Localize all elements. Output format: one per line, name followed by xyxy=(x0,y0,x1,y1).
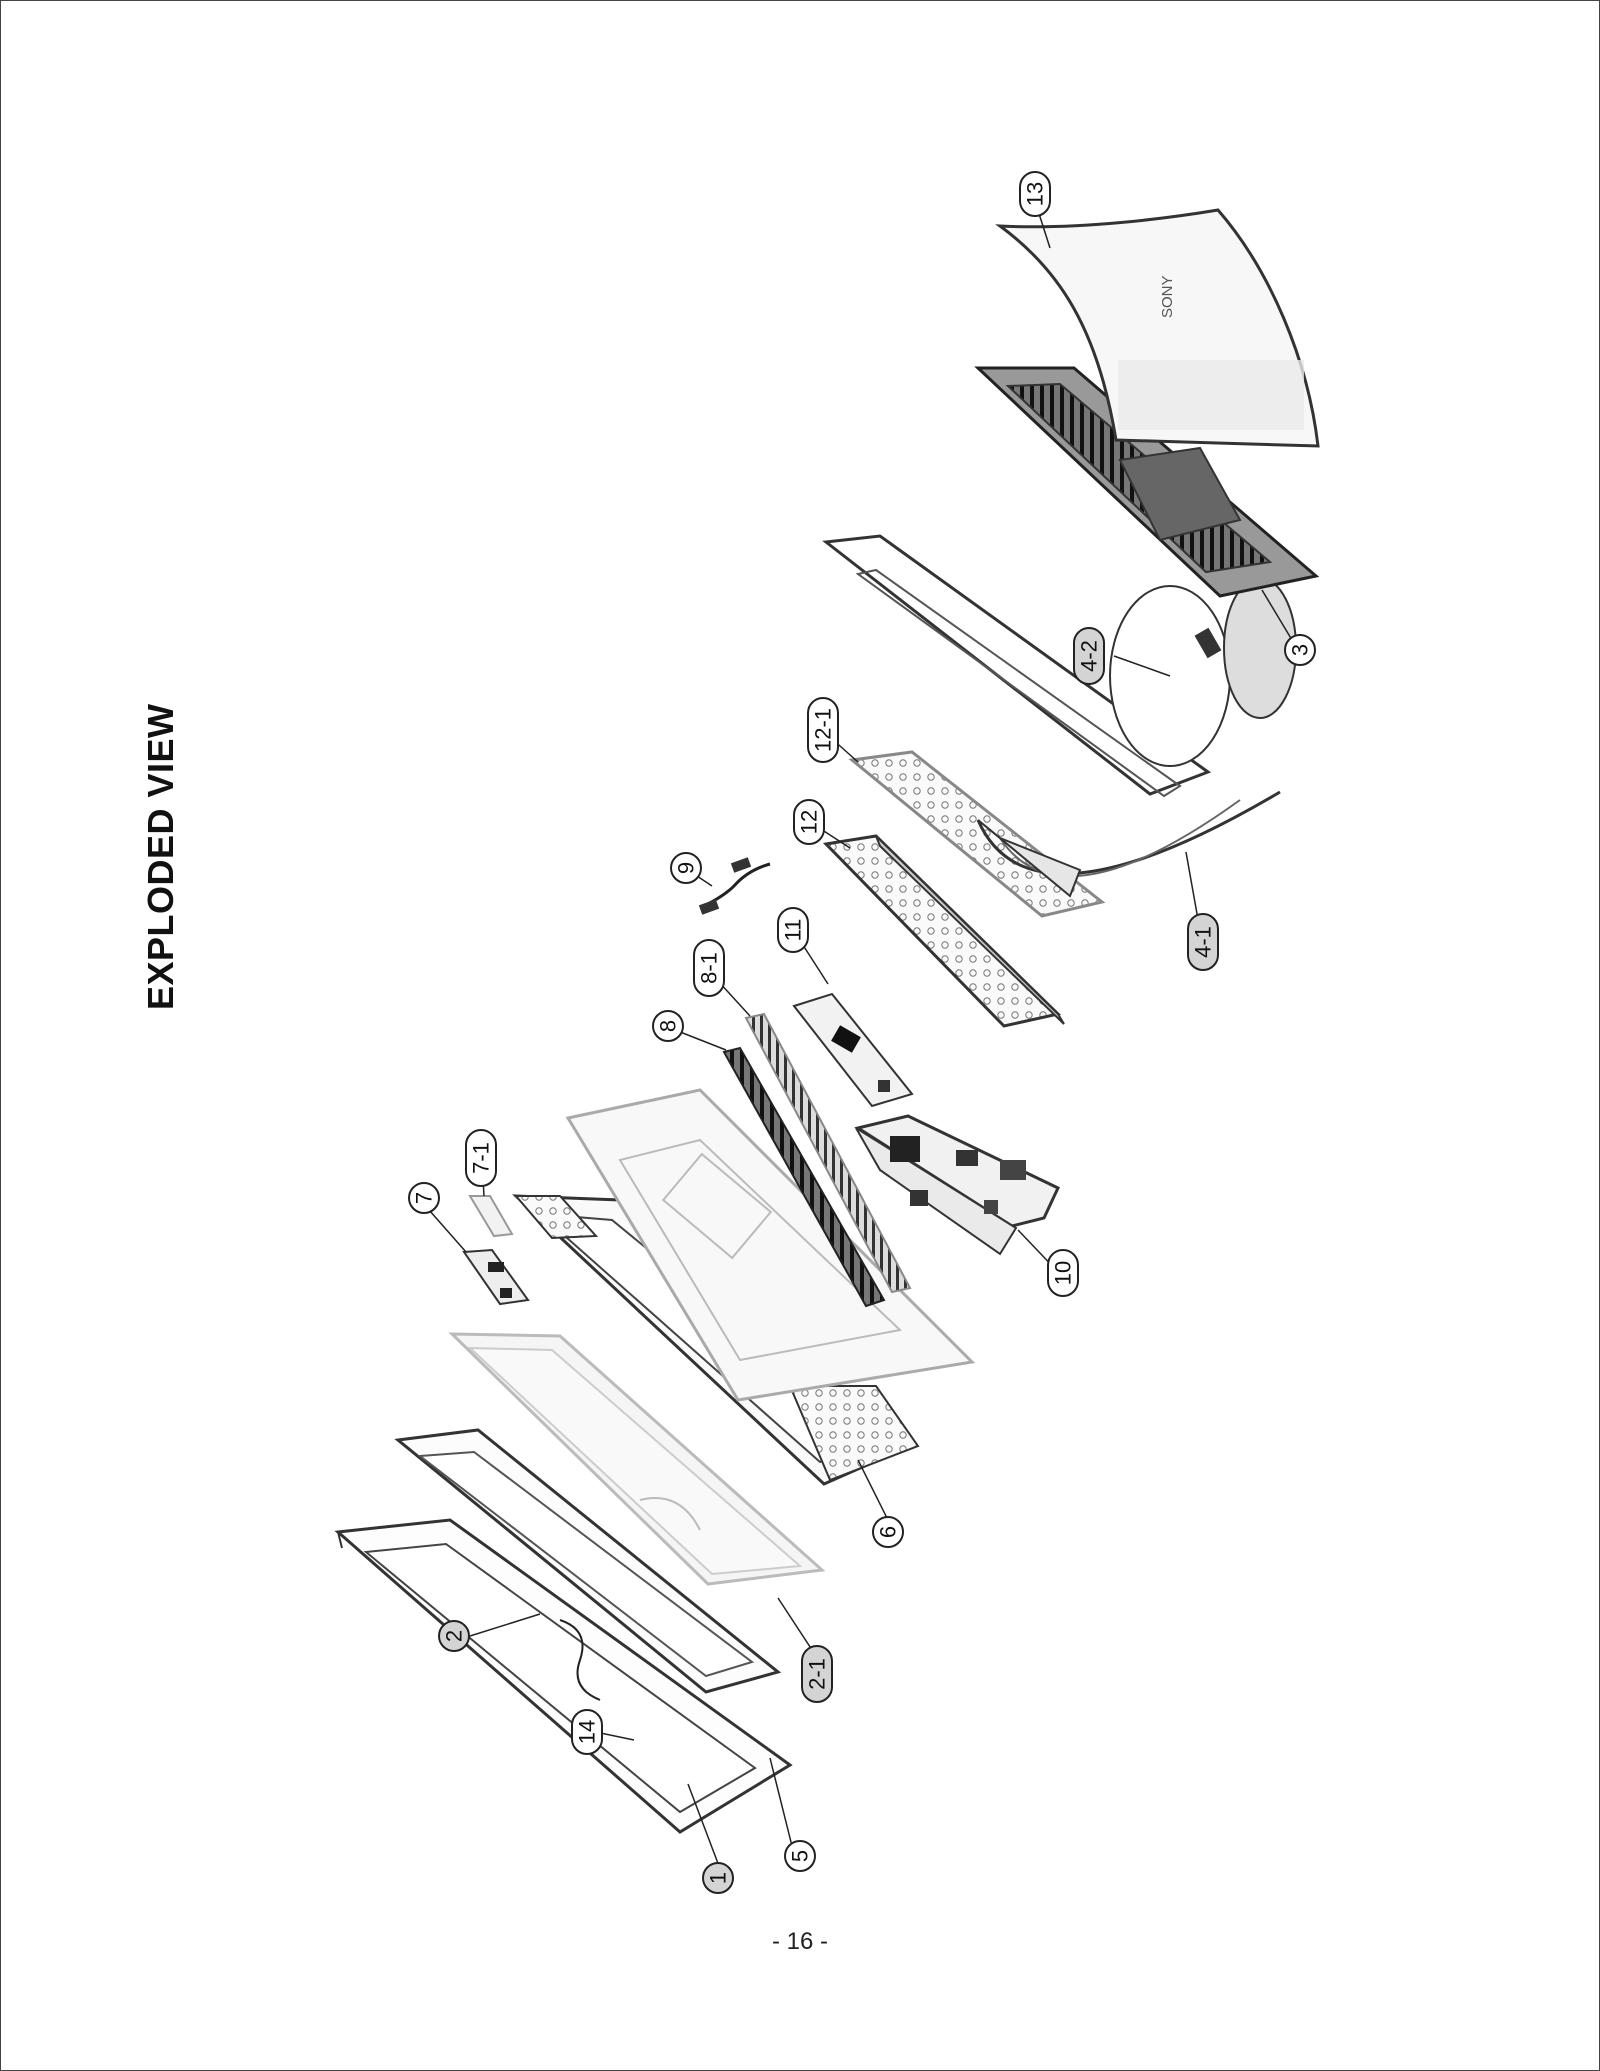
callout-2-1-label: 2-1 xyxy=(805,1658,830,1690)
callout-4-1-label: 4-1 xyxy=(1191,926,1216,958)
callout-12-1-label: 12-1 xyxy=(811,708,836,752)
callout-12-1: 12-1 xyxy=(807,697,839,763)
lcd-module xyxy=(448,1332,826,1586)
callout-7-label: 7 xyxy=(412,1192,437,1204)
callout-1: 1 xyxy=(702,1862,734,1894)
callout-3-label: 3 xyxy=(1288,644,1313,656)
callout-10-label: 10 xyxy=(1051,1261,1076,1285)
callout-4-2: 4-2 xyxy=(1073,627,1105,685)
callout-6: 6 xyxy=(872,1516,904,1548)
callout-2-label: 2 xyxy=(442,1630,467,1642)
callout-8-1: 8-1 xyxy=(693,939,725,997)
power-shield xyxy=(822,834,1065,1028)
callout-10: 10 xyxy=(1047,1249,1079,1297)
bracket-7 xyxy=(462,1248,530,1306)
page-number: - 16 - xyxy=(771,1928,828,1955)
callout-12: 12 xyxy=(793,799,825,845)
lcd-panel-frame xyxy=(394,1428,782,1701)
callout-13-label: 13 xyxy=(1023,182,1048,206)
rear-frame-stand xyxy=(822,534,1297,898)
callout-3: 3 xyxy=(1284,634,1316,666)
callout-11: 11 xyxy=(777,907,809,953)
cable-9 xyxy=(698,857,771,915)
callout-13: 13 xyxy=(1019,171,1051,217)
callout-8: 8 xyxy=(652,1010,684,1042)
callout-14-label: 14 xyxy=(575,1720,600,1744)
bracket-7-1 xyxy=(468,1195,514,1238)
callout-4-2-label: 4-2 xyxy=(1077,640,1102,672)
back-cover xyxy=(995,208,1320,448)
rail-8-1 xyxy=(744,1012,912,1294)
callout-1-label: 1 xyxy=(706,1872,731,1884)
callout-7-1: 7-1 xyxy=(465,1129,497,1187)
callout-8-label: 8 xyxy=(656,1020,681,1032)
callout-7-1-label: 7-1 xyxy=(469,1142,494,1174)
callout-11-label: 11 xyxy=(781,919,806,942)
callout-9: 9 xyxy=(670,852,702,884)
callout-12-label: 12 xyxy=(797,810,822,834)
sub-pcb xyxy=(792,992,914,1108)
callout-8-1-label: 8-1 xyxy=(697,952,722,984)
callout-4-1: 4-1 xyxy=(1187,913,1219,971)
heatsink-8 xyxy=(722,1046,886,1308)
main-pcb xyxy=(854,1114,1060,1256)
rear-cover xyxy=(974,366,1320,598)
callout-6-label: 6 xyxy=(876,1526,901,1538)
callout-2: 2 xyxy=(438,1620,470,1652)
main-chassis xyxy=(565,1088,976,1402)
back-cover-logo: SONY xyxy=(1159,275,1176,318)
callout-14: 14 xyxy=(571,1709,603,1755)
callout-9-label: 9 xyxy=(674,862,699,874)
power-board xyxy=(848,750,1106,918)
callout-5: 5 xyxy=(784,1840,816,1872)
callout-7: 7 xyxy=(408,1182,440,1214)
callout-2-1: 2-1 xyxy=(801,1645,833,1703)
callout-5-label: 5 xyxy=(788,1850,813,1862)
